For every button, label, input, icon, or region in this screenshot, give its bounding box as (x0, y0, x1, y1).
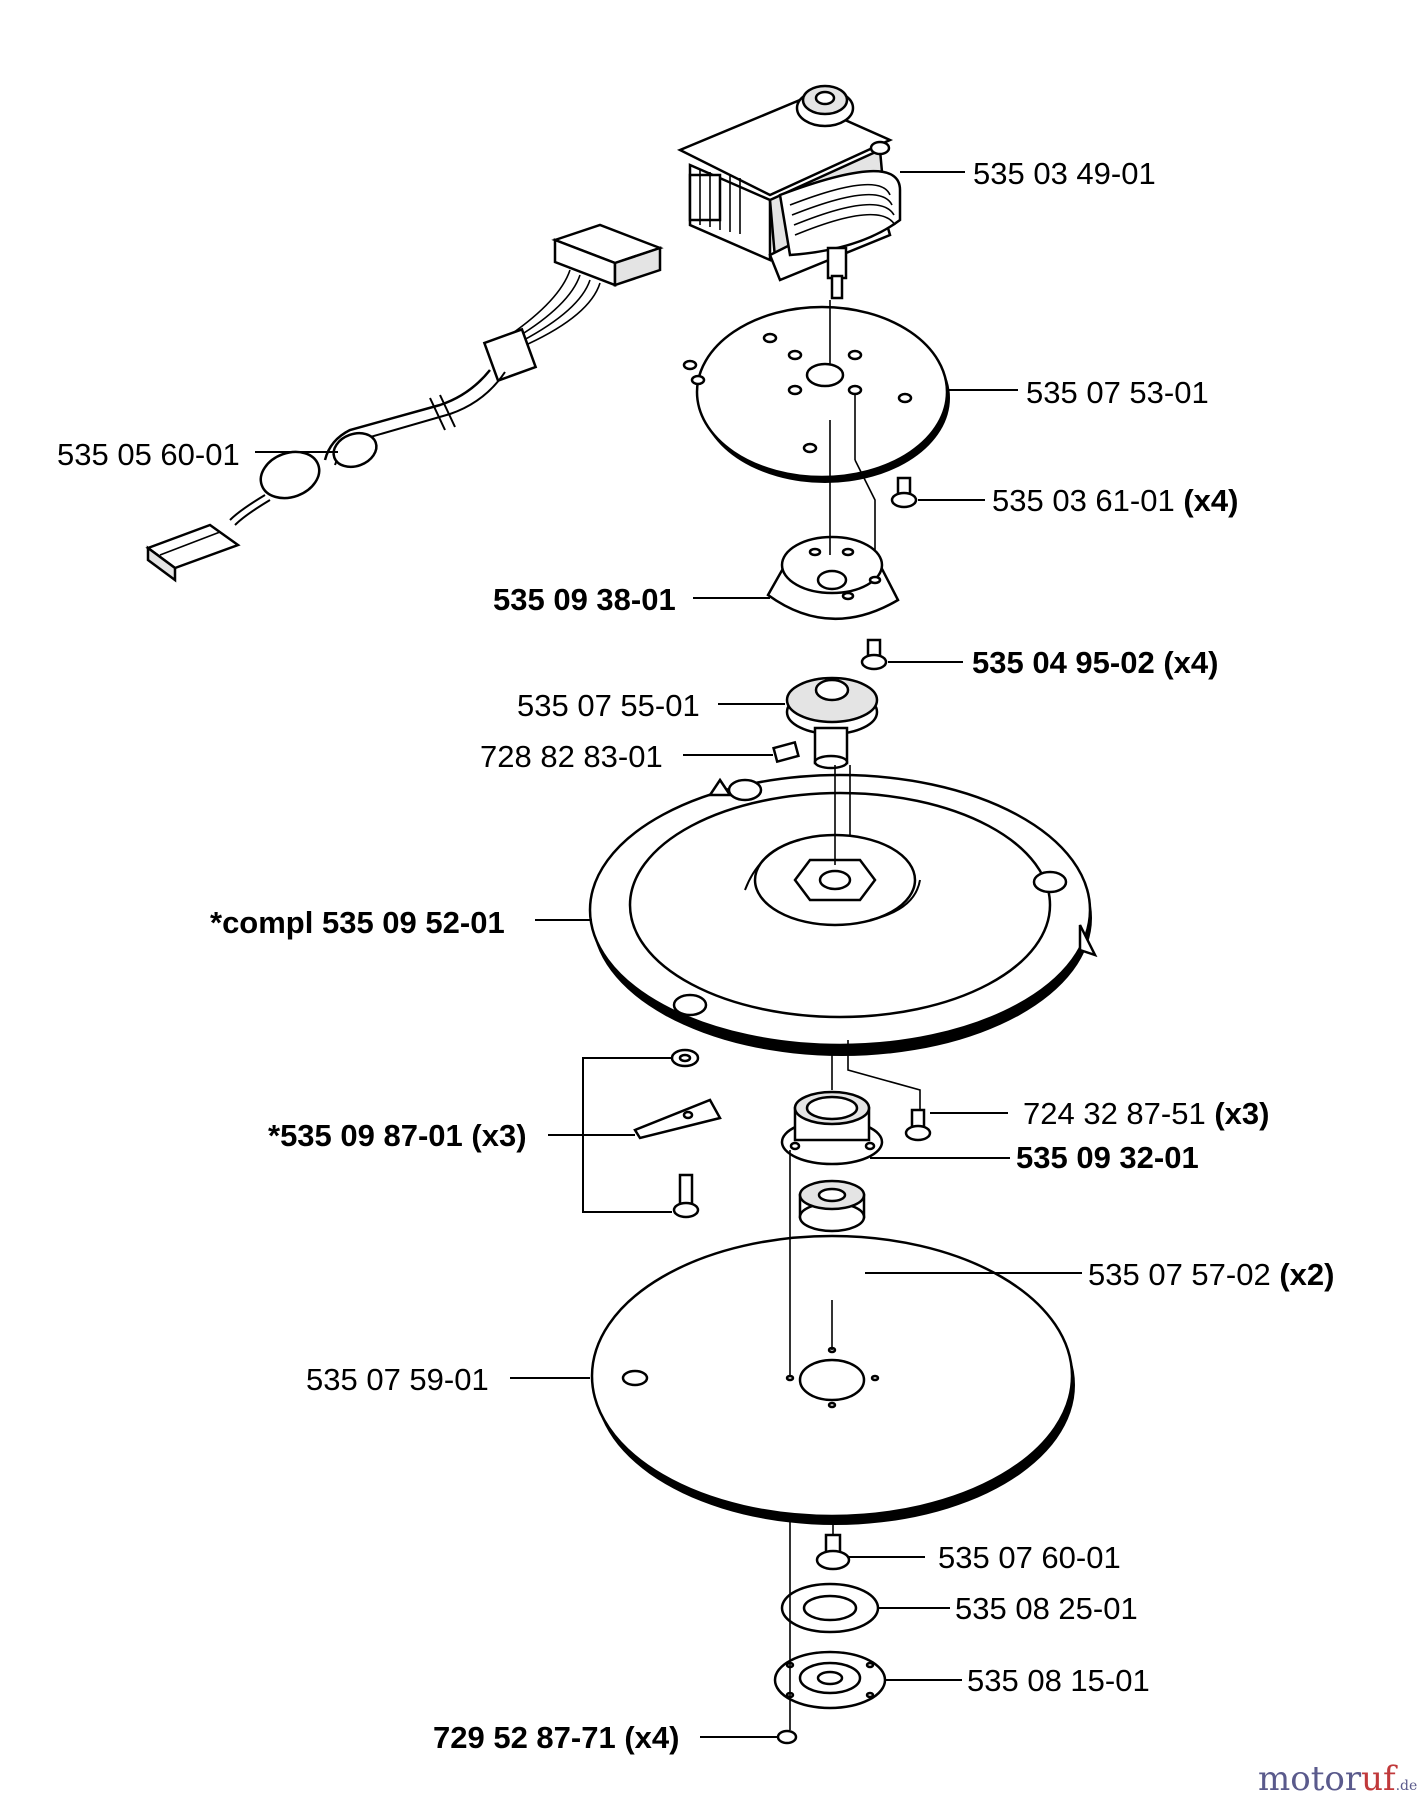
plate-screw-drawing (890, 476, 918, 509)
part-label-skid-plate: 535 07 59-01 (306, 1362, 489, 1397)
bearing-housing-drawing (780, 1090, 884, 1166)
skid-plate-drawing (590, 1234, 1075, 1525)
blade-disc-drawing (588, 773, 1098, 1056)
part-label-bearing: 535 07 57-02 (x2) (1088, 1257, 1334, 1292)
part-label-set-screw: 728 82 83-01 (480, 739, 663, 774)
part-label-hub-screw: 535 04 95-02 (x4) (972, 645, 1218, 680)
blade-screw-drawing (904, 1108, 932, 1142)
cap-screw-drawing (776, 1729, 798, 1745)
motor-drawing (676, 84, 902, 300)
svg-text:motoruf.de: motoruf.de (1258, 1759, 1417, 1799)
part-labels: 535 03 49-01 535 07 53-01 535 05 60-01 5… (57, 156, 1334, 1755)
part-label-washer: 535 08 25-01 (955, 1591, 1138, 1626)
cap-drawing (773, 1650, 887, 1710)
blade-kit-drawing (633, 1048, 722, 1219)
hub-cover-drawing (766, 535, 900, 621)
assembly-axis-lines (789, 300, 921, 1730)
part-label-cable: 535 05 60-01 (57, 437, 240, 472)
part-label-cap-screw: 729 52 87-71 (x4) (433, 1720, 679, 1755)
part-label-center-screw: 535 07 60-01 (938, 1540, 1121, 1575)
watermark-logo: motoruf.de (1258, 1759, 1417, 1799)
hub-drawing (772, 676, 879, 770)
center-screw-drawing (815, 1533, 851, 1571)
washer-drawing (780, 1582, 880, 1634)
part-label-blade-disc: *compl 535 09 52-01 (210, 905, 505, 940)
hub-screw-drawing (860, 638, 888, 671)
part-label-plate-screw: 535 03 61-01 (x4) (992, 483, 1238, 518)
part-label-blade-screw: 724 32 87-51 (x3) (1023, 1096, 1269, 1131)
part-label-hub-cover: 535 09 38-01 (493, 582, 676, 617)
leader-lines (255, 171, 1082, 1738)
part-label-motor: 535 03 49-01 (973, 156, 1156, 191)
part-label-blade-kit: *535 09 87-01 (x3) (268, 1118, 527, 1153)
part-label-bearing-housing: 535 09 32-01 (1016, 1140, 1199, 1175)
motor-plate-drawing (682, 305, 950, 483)
part-label-motor-plate: 535 07 53-01 (1026, 375, 1209, 410)
cable-drawing (145, 223, 664, 583)
part-label-cap: 535 08 15-01 (967, 1663, 1150, 1698)
part-label-hub: 535 07 55-01 (517, 688, 700, 723)
